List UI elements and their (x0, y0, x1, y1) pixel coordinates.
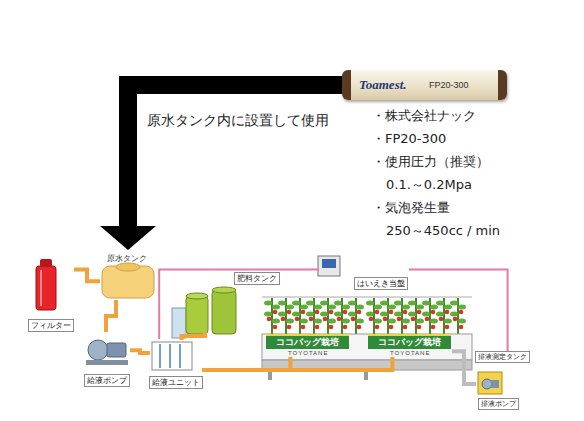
growing-trough (262, 334, 472, 360)
tomato-plant (264, 298, 280, 334)
control-box (318, 256, 340, 276)
control-panel (172, 308, 186, 338)
spec-text: 250～450cc / min (386, 223, 500, 239)
component-label: 肥料タンク (234, 272, 280, 285)
tomato-plant (408, 298, 424, 334)
connector (100, 85, 342, 250)
brand-name: TOYOTANE (390, 350, 430, 357)
drain-pump-motor (491, 380, 499, 388)
unit-frame (152, 342, 192, 370)
tomato-plant (278, 298, 294, 334)
coco-bag-bed: ココバッグ栽培TOYOTANE (264, 333, 352, 359)
tomato-plant (422, 298, 438, 334)
connector-line (132, 350, 148, 353)
tomato-plant (320, 298, 336, 334)
arrow-head (100, 226, 156, 250)
spec-text: 0.1.～0.2Mpa (386, 177, 472, 193)
drain-control-panel: はいえき当盤 (318, 256, 410, 290)
tomato-plant (450, 298, 466, 334)
unit-pipe (159, 344, 161, 368)
pump-motor (107, 343, 126, 357)
connector-line (182, 334, 205, 338)
connector-line (76, 269, 98, 281)
tomato-plant (380, 298, 396, 334)
connector-line (128, 85, 342, 226)
connector (454, 351, 474, 384)
edge-label: 原水タンク内に設置して使用 (147, 112, 329, 129)
drain-tank-box (478, 372, 502, 394)
filter-highlight (40, 270, 42, 306)
component-label: 排液ポンプ (478, 398, 519, 410)
supply-pump: 給液ポンプ (80, 330, 132, 388)
fertilizer-tank-top (186, 293, 208, 299)
raw-tank-lid (116, 263, 140, 271)
connector (159, 270, 318, 338)
connector-line (454, 351, 474, 384)
raw-water-tank: 原水タンク (98, 250, 158, 302)
spec-text: ・株式会社ナック (372, 108, 476, 124)
tomato-plant (334, 298, 350, 334)
connector (182, 334, 205, 338)
brand-name: TOYOTANE (288, 350, 328, 357)
tomato-plant (394, 298, 410, 334)
component-label: 原水タンク (107, 254, 147, 264)
component-label: 排液測定タンク (475, 351, 530, 363)
fertilizer-tank (212, 290, 236, 334)
connector (106, 302, 116, 330)
pump-head (88, 340, 108, 360)
unit-pipe (169, 344, 171, 368)
component-label: はいえき当盤 (354, 277, 408, 290)
filter-cap (40, 259, 52, 267)
spec-text: ・FP20-300 (372, 131, 446, 147)
bed-banner: ココバッグ栽培 (368, 334, 451, 349)
drain-pump-icon (482, 379, 492, 389)
coco-bag-bed: ココバッグ栽培TOYOTANE (366, 333, 454, 359)
supply-unit: 給液ユニット (148, 338, 204, 388)
fertilizer-tank (186, 296, 208, 334)
brand-name: Toamest. (359, 77, 407, 92)
connector (132, 350, 148, 353)
drain-measure-tank: 排液測定タンク排液ポンプ (474, 350, 530, 412)
connector-line (106, 302, 116, 330)
unit-pipe (179, 344, 181, 368)
connector-line (204, 359, 392, 370)
tomato-plant (292, 298, 308, 334)
spec-text: ・使用圧力（推奨） (372, 154, 489, 170)
drain-pump: 排液ポンプ (476, 370, 522, 410)
tomato-plant (306, 298, 322, 334)
bed-banner: ココバッグ栽培 (266, 334, 349, 349)
filter-body (36, 266, 56, 310)
component-label: 給液ユニット (149, 376, 203, 389)
component-label: フィルター (28, 319, 74, 332)
fertilizer-tank: 肥料タンク (180, 272, 280, 334)
tomato-plant (366, 298, 382, 334)
tomato-plant (348, 298, 364, 334)
filter-cartridge: Toamest. FP20-300 (342, 70, 507, 100)
connector (204, 359, 392, 370)
connector-line (159, 270, 318, 338)
pump-base (86, 360, 128, 365)
support-wire (262, 297, 472, 298)
control-screen (322, 259, 336, 268)
model-number: FP20-300 (429, 80, 469, 91)
spec-text: ・気泡発生量 (372, 200, 450, 216)
component-label: 給液ポンプ (84, 374, 130, 387)
filter: フィルター (26, 258, 76, 334)
tomato-plant (436, 298, 452, 334)
connector (76, 269, 98, 281)
fertilizer-tank-top (212, 287, 236, 293)
